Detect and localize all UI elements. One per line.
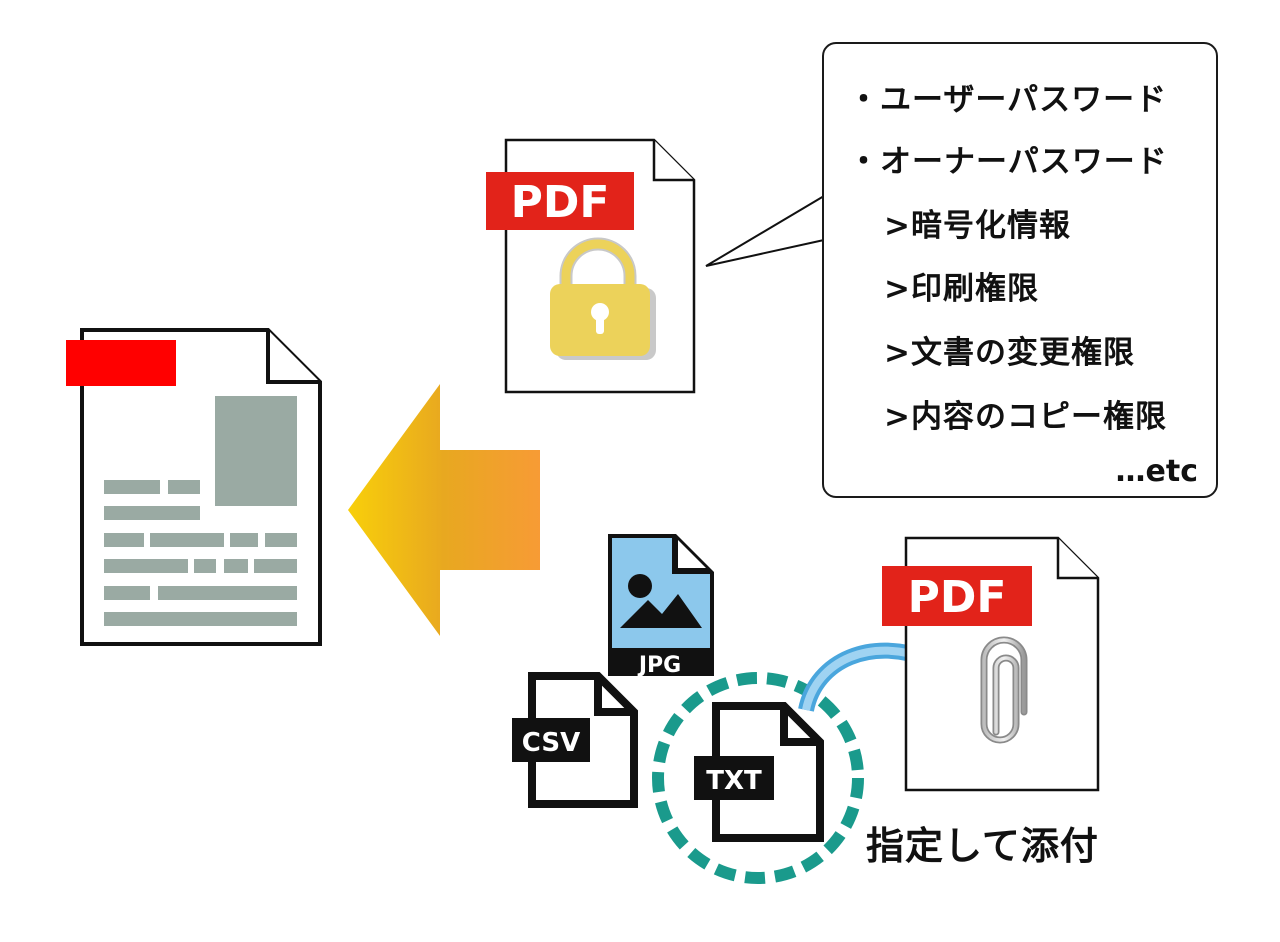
- callout-sub-copy-permission: >内容のコピー権限: [884, 399, 1167, 435]
- csv-file-icon: CSV: [512, 672, 638, 808]
- output-doc-text-lines: [104, 480, 297, 626]
- selected-file-highlight: [652, 672, 864, 884]
- password-settings-callout: ・ユーザーパスワード ・オーナーパスワード >暗号化情報 >印刷権限 >文書の変…: [822, 42, 1218, 498]
- callout-sub-print-permission: >印刷権限: [884, 271, 1039, 307]
- callout-tail: [705, 195, 825, 267]
- output-document: [66, 328, 322, 646]
- callout-sub-edit-permission: >文書の変更権限: [884, 335, 1135, 371]
- callout-item-owner-password: ・オーナーパスワード: [848, 144, 1168, 180]
- protected-pdf-badge: [486, 172, 634, 230]
- attach-caption: 指定して添付: [866, 824, 1099, 868]
- protected-pdf-document: PDF: [486, 138, 696, 394]
- txt-file-label: TXT: [706, 766, 762, 796]
- callout-item-user-password: ・ユーザーパスワード: [848, 82, 1168, 118]
- attachment-pdf-document: PDF: [882, 536, 1100, 792]
- paperclip-icon: [980, 636, 1028, 744]
- attachment-pdf-badge-label: PDF: [908, 572, 1007, 623]
- output-doc-red-tab: [66, 340, 176, 386]
- convert-arrow: [348, 384, 540, 636]
- padlock-icon: [550, 237, 656, 360]
- jpg-file-label: JPG: [637, 653, 681, 678]
- callout-etc: …etc: [1115, 454, 1198, 489]
- txt-file-icon: TXT: [694, 702, 824, 842]
- attachment-pdf-badge: [882, 566, 1032, 626]
- callout-sub-encryption-info: >暗号化情報: [884, 208, 1071, 244]
- csv-file-label: CSV: [522, 728, 580, 758]
- protected-pdf-badge-label: PDF: [511, 177, 610, 228]
- jpg-file-icon: JPG: [608, 534, 714, 678]
